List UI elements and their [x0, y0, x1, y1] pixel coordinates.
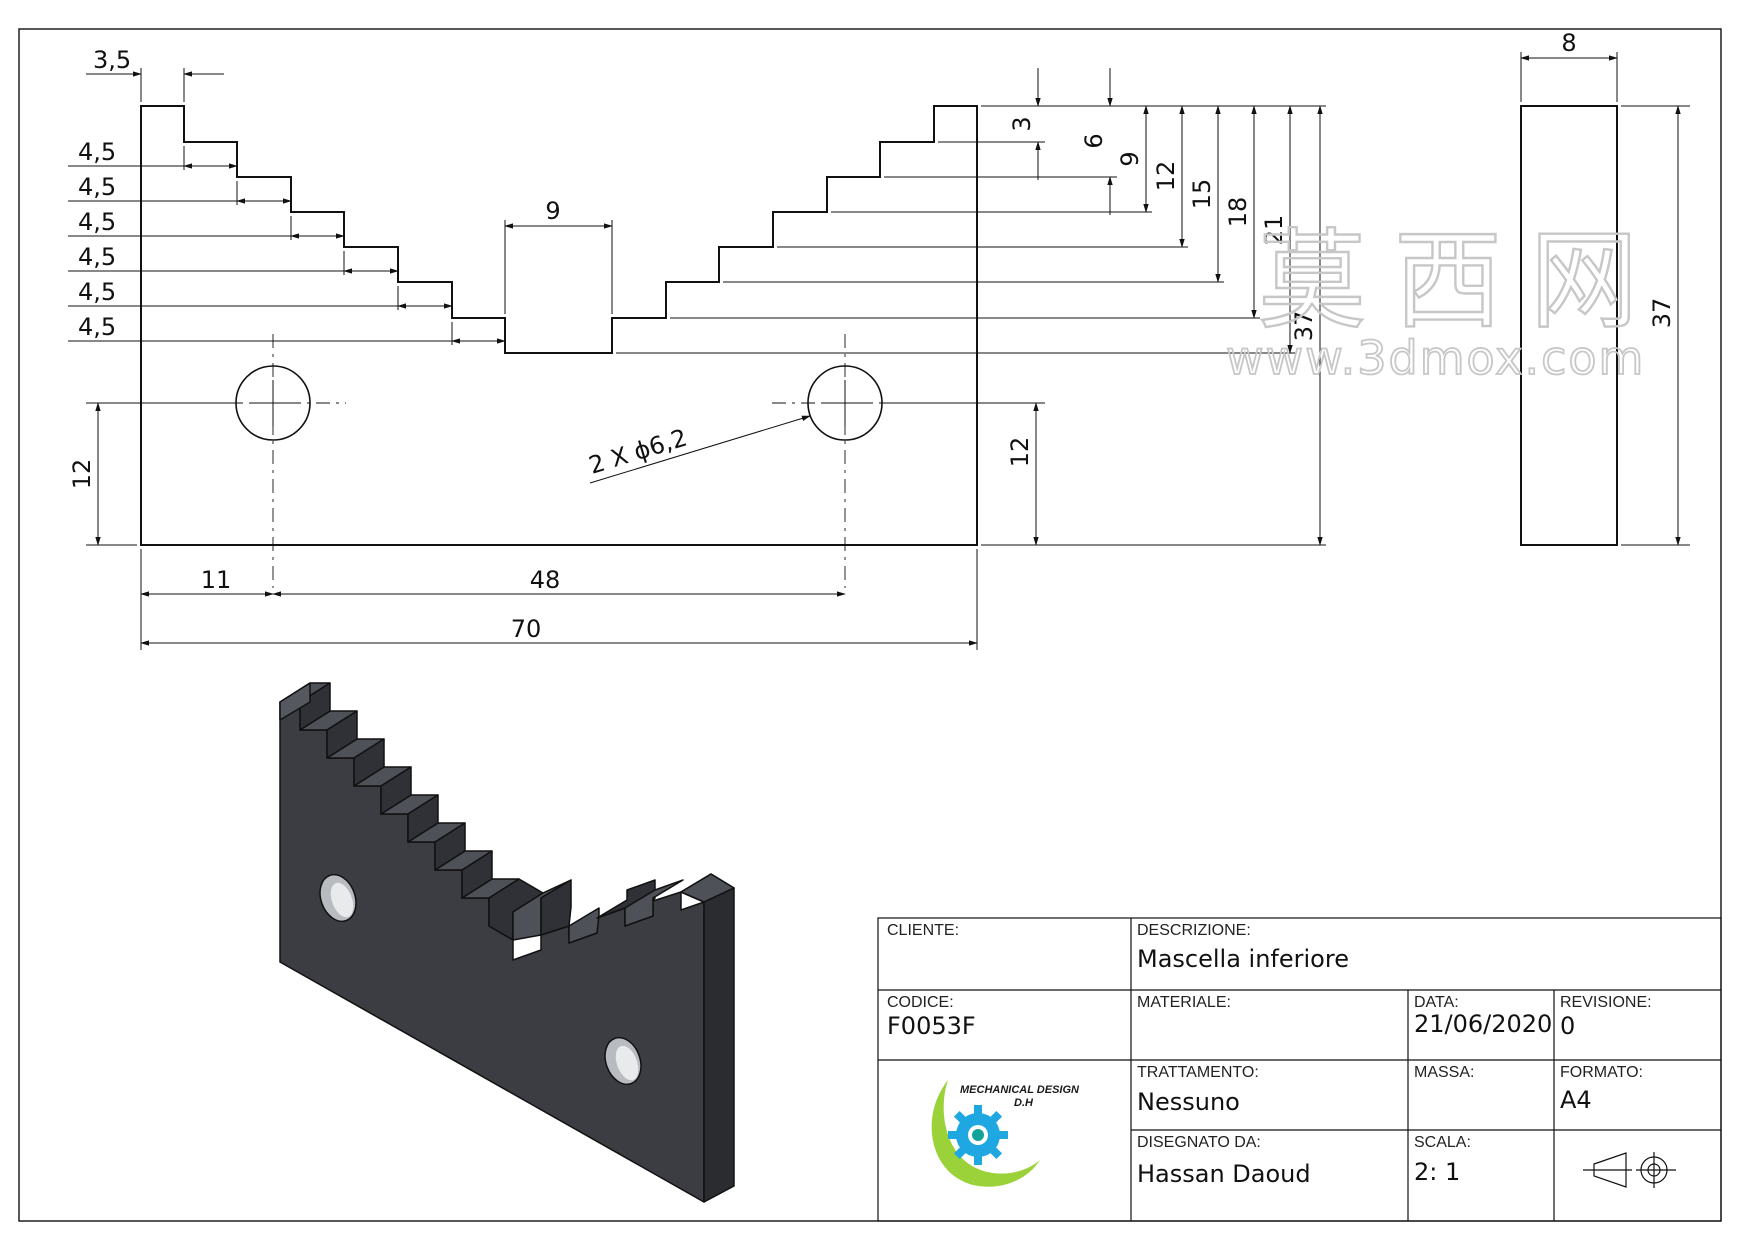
front-view	[140, 105, 978, 588]
dim-side-width: 8	[1561, 29, 1576, 57]
dim-hole-spacing: 48	[530, 566, 561, 594]
revisione-value: 0	[1560, 1012, 1576, 1040]
codice-label: CODICE:	[887, 994, 954, 1011]
watermark-chinese: 莫西网	[1258, 219, 1666, 344]
dim-hole-offset: 11	[201, 566, 232, 594]
cliente-label: CLIENTE:	[887, 922, 960, 939]
front-view-outline	[140, 105, 978, 546]
dim-hole-height-right: 12	[1006, 437, 1034, 468]
side-view-outline	[1520, 105, 1618, 546]
side-view: 8 37	[1520, 29, 1690, 546]
formato-value: A4	[1560, 1086, 1592, 1114]
center-lines	[200, 334, 918, 588]
dim-step-4: 4,5	[78, 243, 116, 271]
dim-hole-note: 2 X ϕ6,2	[586, 423, 691, 479]
dim-h-15: 15	[1188, 179, 1216, 210]
dimension-labels: 3,5 4,5 4,5 4,5 4,5 4,5 4,5 9 3 6 9 12 1…	[68, 46, 1318, 643]
descrizione-value: Mascella inferiore	[1137, 945, 1349, 973]
dim-h-3: 3	[1008, 116, 1036, 131]
dim-step-1: 4,5	[78, 138, 116, 166]
data-label: DATA:	[1414, 994, 1459, 1011]
company-logo	[931, 1080, 1040, 1187]
title-block-grid	[877, 917, 1722, 1222]
codice-value: F0053F	[887, 1012, 976, 1040]
dim-h-21: 21	[1260, 215, 1288, 246]
front-dimensions	[68, 68, 1326, 650]
scala-value: 2: 1	[1414, 1158, 1461, 1186]
dim-step-5: 4,5	[78, 278, 116, 306]
dim-step-3: 4,5	[78, 208, 116, 236]
dim-h-6: 6	[1080, 133, 1108, 148]
formato-label: FORMATO:	[1560, 1064, 1643, 1081]
logo-line-2: D.H	[1014, 1097, 1033, 1109]
dim-h-18: 18	[1224, 197, 1252, 228]
materiale-label: MATERIALE:	[1137, 994, 1231, 1011]
disegnato-value: Hassan Daoud	[1137, 1160, 1311, 1188]
dim-overall-length: 70	[511, 615, 542, 643]
trattamento-label: TRATTAMENTO:	[1137, 1064, 1259, 1081]
data-value: 21/06/2020	[1414, 1010, 1553, 1038]
disegnato-label: DISEGNATO DA:	[1137, 1134, 1261, 1151]
dim-h-37: 37	[1290, 311, 1318, 342]
watermark: 莫西网 www.3dmox.com	[1225, 218, 1666, 386]
gear-icon	[948, 1105, 1008, 1165]
dim-h-12: 12	[1152, 161, 1180, 192]
dim-slot: 9	[545, 197, 560, 225]
logo-line-1: MECHANICAL DESIGN	[960, 1084, 1079, 1096]
watermark-url: www.3dmox.com	[1226, 331, 1645, 385]
projection-symbol-icon	[1583, 1152, 1676, 1188]
isometric-view	[279, 682, 735, 1203]
dim-h-9: 9	[1116, 151, 1144, 166]
dim-side-height: 37	[1648, 298, 1676, 329]
iso-front-face	[279, 701, 705, 1203]
descrizione-label: DESCRIZIONE:	[1137, 922, 1251, 939]
scala-label: SCALA:	[1414, 1134, 1471, 1151]
revisione-label: REVISIONE:	[1560, 994, 1652, 1011]
dim-step-6: 4,5	[78, 313, 116, 341]
dim-step-2: 4,5	[78, 173, 116, 201]
sheet-border	[18, 28, 1722, 1222]
massa-label: MASSA:	[1414, 1064, 1475, 1081]
dim-3-5: 3,5	[93, 46, 131, 74]
dim-hole-height-left: 12	[68, 459, 96, 490]
trattamento-value: Nessuno	[1137, 1088, 1240, 1116]
